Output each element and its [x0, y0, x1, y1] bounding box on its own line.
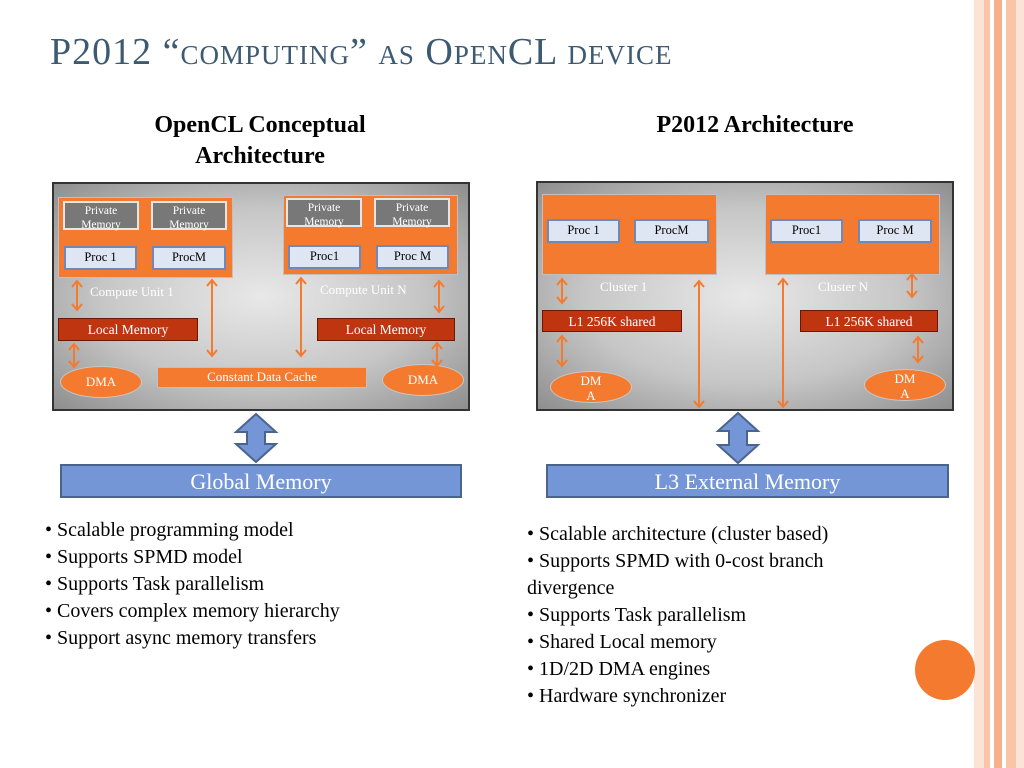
left-bullet-list: • Scalable programming model • Supports …	[45, 517, 340, 652]
left-heading-line1: OpenCL Conceptual	[154, 112, 366, 138]
decor-stripe	[984, 0, 990, 768]
local-memory-box: Local Memory	[58, 318, 198, 341]
global-memory-bar: Global Memory	[60, 464, 462, 498]
proc-box: Proc 1	[64, 246, 137, 270]
page-title: P2012 “computing” as OpenCL device	[50, 31, 673, 73]
decor-stripe	[974, 0, 984, 768]
proc-box: ProcM	[152, 246, 226, 270]
left-heading: OpenCL Conceptual Architecture	[60, 110, 460, 172]
l3-external-memory-bar: L3 External Memory	[546, 464, 949, 498]
decor-circle	[915, 640, 975, 700]
decor-stripe	[994, 0, 1002, 768]
double-arrow-icon	[556, 334, 568, 368]
dma-engine: DM A	[864, 369, 946, 401]
private-memory-box: Private Memory	[374, 198, 450, 228]
list-item: • Hardware synchronizer	[527, 685, 727, 707]
list-item: • Supports Task parallelism	[527, 604, 747, 626]
private-memory-box: Private Memory	[151, 201, 227, 231]
double-arrow-icon	[206, 278, 218, 358]
proc-box: Proc M	[858, 219, 932, 243]
l1-shared-memory-box: L1 256K shared	[800, 310, 938, 332]
proc-box: Proc1	[770, 219, 843, 243]
proc-box: Proc1	[288, 245, 361, 269]
list-item: divergence	[527, 577, 615, 599]
dma-label-line1: DM	[580, 373, 602, 388]
dma-label-line2: A	[900, 386, 910, 401]
list-item: • Support async memory transfers	[45, 627, 317, 649]
compute-unit-label: Compute Unit N	[320, 282, 407, 297]
list-item: • Shared Local memory	[527, 631, 717, 653]
double-arrow-icon	[71, 279, 83, 312]
double-arrow-icon	[68, 342, 80, 369]
constant-data-cache: Constant Data Cache	[157, 367, 367, 388]
dma-engine: DMA	[382, 364, 464, 396]
dma-label-line2: A	[586, 388, 596, 403]
list-item: • 1D/2D DMA engines	[527, 658, 711, 680]
proc-box: Proc 1	[547, 219, 620, 243]
list-item: • Scalable architecture (cluster based)	[527, 523, 829, 545]
list-item: • Supports Task parallelism	[45, 573, 265, 595]
list-item: • Covers complex memory hierarchy	[45, 600, 340, 622]
double-arrow-icon	[693, 279, 705, 409]
cluster-label: Cluster N	[818, 279, 869, 294]
double-arrow-icon	[556, 277, 568, 305]
decor-stripe	[1002, 0, 1006, 768]
dma-label-line1: DM	[894, 371, 916, 386]
double-arrow-icon	[295, 276, 307, 358]
right-bullet-list: • Scalable architecture (cluster based) …	[527, 521, 828, 710]
list-item: • Scalable programming model	[45, 519, 294, 541]
private-memory-box: Private Memory	[286, 198, 362, 228]
proc-box: Proc M	[376, 245, 449, 269]
list-item: • Supports SPMD with 0-cost branch	[527, 550, 824, 572]
local-memory-box: Local Memory	[317, 318, 455, 341]
decor-stripe	[1016, 0, 1024, 768]
compute-unit-label: Compute Unit 1	[90, 284, 174, 299]
list-item: • Supports SPMD model	[45, 546, 243, 568]
double-arrow-icon	[906, 272, 918, 299]
double-arrow-icon	[912, 335, 924, 364]
big-double-arrow-icon	[233, 412, 279, 464]
left-heading-line2: Architecture	[195, 143, 325, 169]
l1-shared-memory-box: L1 256K shared	[542, 310, 682, 332]
big-double-arrow-icon	[715, 411, 761, 465]
double-arrow-icon	[433, 279, 445, 314]
double-arrow-icon	[431, 341, 443, 368]
dma-engine: DM A	[550, 371, 632, 403]
right-heading: P2012 Architecture	[656, 112, 854, 138]
private-memory-box: Private Memory	[63, 201, 139, 231]
dma-engine: DMA	[60, 366, 142, 398]
proc-box: ProcM	[634, 219, 709, 243]
double-arrow-icon	[777, 277, 789, 409]
decor-stripe	[990, 0, 994, 768]
cluster-label: Cluster 1	[600, 279, 648, 294]
decor-stripe	[1006, 0, 1016, 768]
